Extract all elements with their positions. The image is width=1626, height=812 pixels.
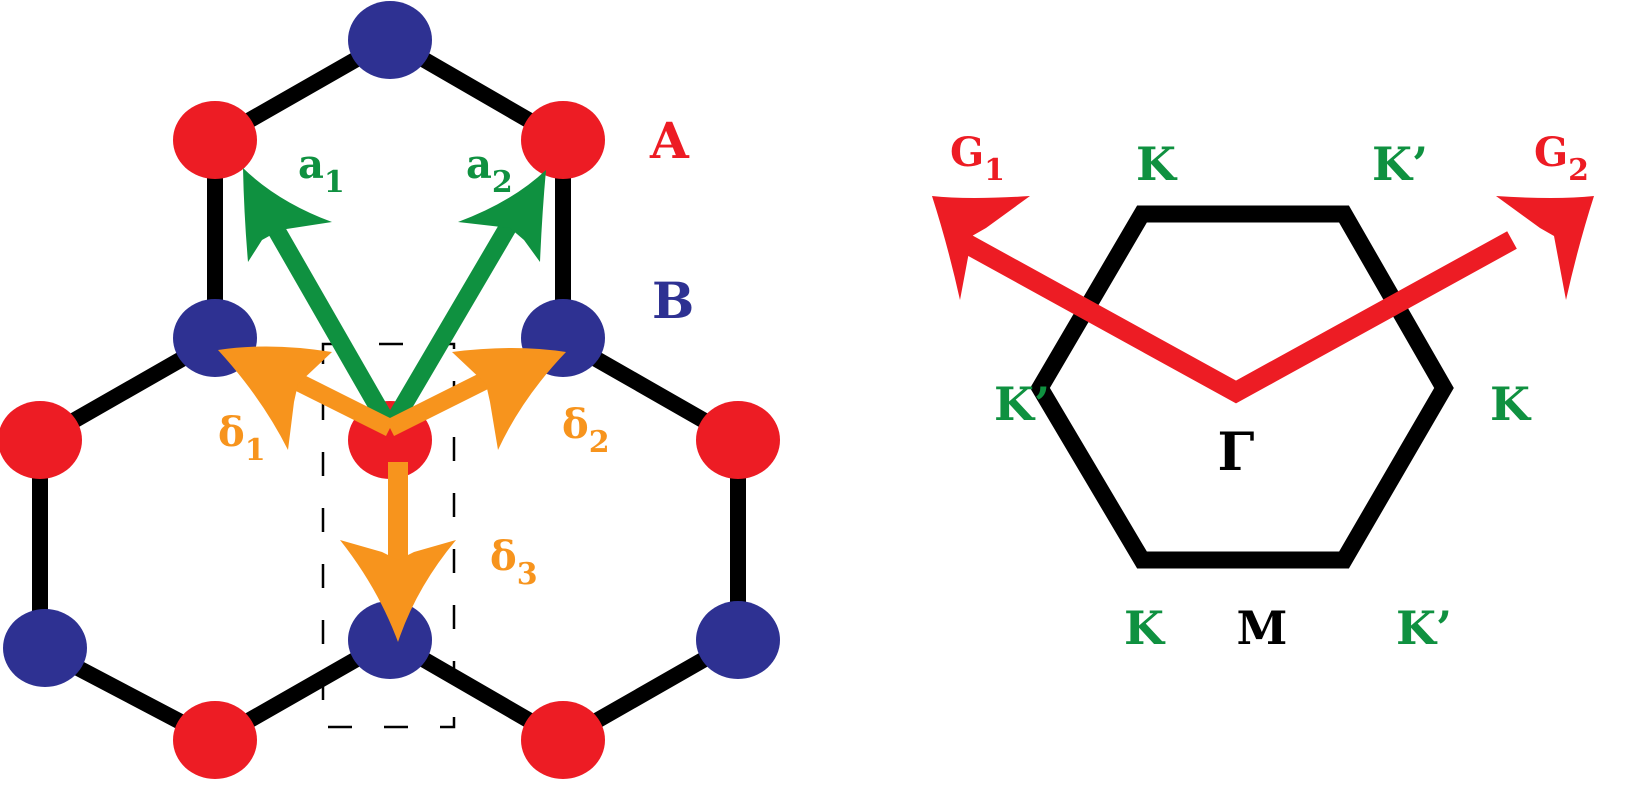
reciprocal-vectors-shafts xyxy=(955,231,1517,404)
a2-symbol: a xyxy=(466,141,492,188)
m-point-label: M xyxy=(1237,601,1288,655)
real-space-panel: A B a1 a2 δ1 δ2 δ3 xyxy=(0,1,780,779)
atom-a xyxy=(173,101,257,179)
k-prime-point-label: K’ xyxy=(1396,601,1452,655)
d2-arrowhead xyxy=(452,348,566,450)
atom-b xyxy=(696,601,780,679)
g1-arrowhead xyxy=(932,196,1030,300)
sublattice-b-label: B xyxy=(652,271,694,330)
atom-a xyxy=(173,701,257,779)
reciprocal-vectors xyxy=(932,196,1594,404)
sublattice-a-label: A xyxy=(649,111,690,170)
gamma-point-label: Γ xyxy=(1218,422,1255,483)
a1-arrowhead xyxy=(243,168,332,262)
unit-cell-box xyxy=(321,342,456,729)
atom-b xyxy=(348,1,432,79)
g1-symbol: G xyxy=(950,129,984,176)
k-prime-point-label: K’ xyxy=(1372,137,1428,191)
a1-label: a1 xyxy=(298,141,345,200)
atom-a xyxy=(0,401,82,479)
d2-subscript: 2 xyxy=(589,425,610,460)
d3-symbol: δ xyxy=(490,533,517,580)
a1-symbol: a xyxy=(298,141,324,188)
a2-arrow xyxy=(382,205,526,433)
k-point-label: K xyxy=(1124,601,1166,655)
k-prime-point-label: K’ xyxy=(994,377,1050,431)
k-point-label: K xyxy=(1136,137,1178,191)
atom-b xyxy=(3,609,87,687)
d3-subscript: 3 xyxy=(517,557,538,592)
reciprocal-space-panel: G1 G2 K K’ K’ K K K’ Γ M xyxy=(932,129,1594,655)
g2-symbol: G xyxy=(1534,129,1568,176)
a2-subscript: 2 xyxy=(492,165,513,200)
g1-label: G1 xyxy=(950,129,1005,188)
d3-label: δ3 xyxy=(490,533,538,592)
g1-subscript: 1 xyxy=(984,153,1005,188)
k-point-label: K xyxy=(1490,377,1532,431)
g2-label: G2 xyxy=(1534,129,1589,188)
g2-arrowhead xyxy=(1496,196,1594,300)
atom-a xyxy=(696,401,780,479)
d2-label: δ2 xyxy=(562,401,610,460)
brillouin-zone-hexagon xyxy=(1030,205,1454,569)
g2-subscript: 2 xyxy=(1568,153,1589,188)
a2-label: a2 xyxy=(466,141,513,200)
d1-arrowhead xyxy=(218,346,332,450)
atom-a xyxy=(521,701,605,779)
lattice-vectors xyxy=(243,168,546,433)
a2-arrowhead xyxy=(458,170,546,262)
atom-a xyxy=(521,101,605,179)
d3-arrowhead xyxy=(340,540,456,642)
d2-symbol: δ xyxy=(562,401,589,448)
atom-b xyxy=(348,601,432,679)
d1-subscript: 1 xyxy=(245,433,266,468)
a1-subscript: 1 xyxy=(324,165,345,200)
d1-label: δ1 xyxy=(218,409,266,468)
d1-symbol: δ xyxy=(218,409,245,456)
neighbor-vectors xyxy=(218,346,566,642)
a1-arrow xyxy=(254,200,398,433)
